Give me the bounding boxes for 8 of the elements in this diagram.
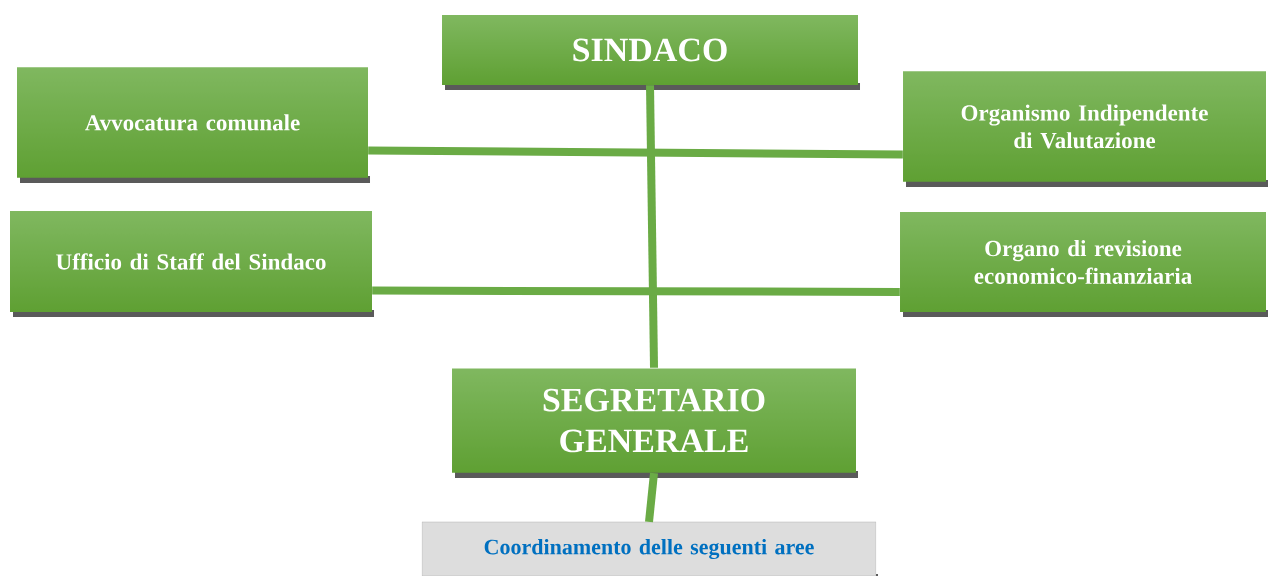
org-box: SINDACO [442, 15, 860, 90]
org-box: Organo di revisione economico-finanziaria [900, 212, 1268, 317]
org-box: Ufficio di Staff del Sindaco [10, 211, 374, 317]
org-box: Coordinamento delle seguenti aree [421, 521, 878, 576]
org-box: Avvocatura comunale [17, 67, 370, 183]
org-box: SEGRETARIO GENERALE [452, 368, 858, 478]
org-box: Organismo Indipendente di Valutazione [903, 71, 1268, 187]
connector-line [645, 472, 658, 523]
